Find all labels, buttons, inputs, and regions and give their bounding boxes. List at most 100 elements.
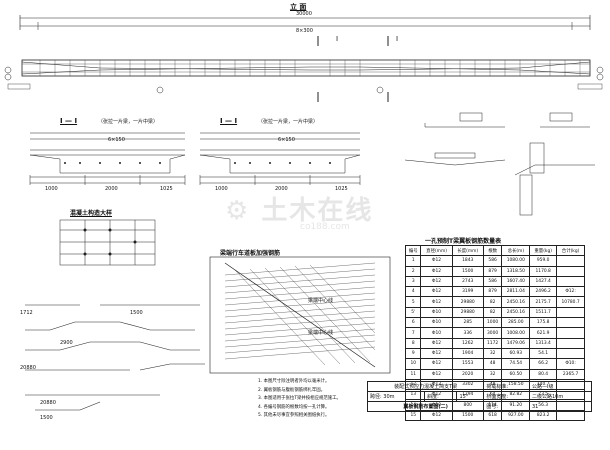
plan-drawing [209, 256, 391, 374]
tb-width-value: 二级公路10m [529, 391, 592, 402]
table-cell: 2175.7 [529, 296, 558, 308]
table-cell: 6 [404, 317, 422, 329]
section-i-dim-c: 1025 [160, 186, 173, 192]
table-cell: 29880 [451, 306, 484, 319]
tb-design-value: 公路—I级 [529, 381, 592, 392]
elevation-dim-inner: 8×300 [296, 28, 313, 34]
table-cell: 1479.06 [501, 337, 531, 349]
table-cell: 1262 [451, 337, 484, 349]
table-cell: 336 [451, 327, 484, 339]
section-i-note: （张拉一片梁，一片中梁） [98, 119, 159, 125]
table-cell: 1553 [451, 358, 484, 370]
table-cell: 54.1 [529, 347, 558, 360]
detail-drawing [59, 219, 156, 266]
bar-len-3: 2900 [60, 340, 73, 346]
bar-len-4: 20880 [20, 365, 36, 371]
table-cell: 285.00 [501, 317, 531, 329]
watermark-logo: ⚙ 土木在线 [225, 196, 374, 226]
table-cell: 2450.16 [501, 296, 531, 308]
table-cell [556, 255, 585, 267]
qty-header: 合计(kg) [556, 244, 585, 257]
plan-title: 梁端行车道板加强钢筋 [220, 250, 281, 257]
table-cell: 879 [482, 286, 503, 298]
table-cell: 1607.40 [501, 275, 531, 288]
table-cell: 60.50 [501, 368, 531, 380]
section-mark-i-top-1: I [336, 35, 339, 43]
plan-label-a: 梁端中心线 [308, 298, 334, 304]
table-cell: Φ10 [420, 317, 453, 329]
table-cell: Φ10: [556, 358, 585, 370]
table-cell: 586 [482, 275, 503, 288]
table-cell [556, 327, 585, 339]
table-cell: 1500 [451, 265, 484, 277]
detail-title: 混凝土构造大样 [70, 210, 113, 217]
qty-header: 直径(mm) [420, 244, 453, 257]
table-cell: 2 [404, 265, 422, 277]
table-cell: 9 [404, 347, 422, 360]
table-cell: 2020 [451, 368, 484, 380]
table-cell: Φ12 [420, 286, 453, 298]
tb-design-label: 荷载标准: [483, 381, 530, 392]
tb-project: 装配式预应力混凝土简支T梁 [366, 381, 485, 392]
table-cell: 1427.4 [529, 275, 558, 288]
note-line: 1. 本图尺寸除注明者外均以毫米计。 [258, 379, 330, 384]
note-line: 4. 各编号钢筋的根数均按一孔计算。 [258, 404, 330, 410]
table-cell: 2365.7 [556, 368, 585, 380]
qty-table: 编号 直径(mm) 长度(mm) 根数 总长(m) 重量(kg) 合计(kg) … [404, 244, 585, 422]
tb-span: 跨径: 30m [366, 391, 426, 402]
elevation-dim-total: 30000 [296, 11, 312, 17]
table-cell: 2743 [451, 275, 484, 288]
table-cell: 1904 [451, 347, 484, 360]
bar-len-6: 1500 [40, 415, 53, 421]
bar-len-2: 1500 [130, 310, 143, 316]
section-i-title: I — I [60, 117, 78, 125]
section-ii-dim-c: 1025 [335, 186, 348, 192]
bar-len-5: 20880 [40, 400, 56, 406]
table-cell [556, 265, 585, 277]
table-cell: 586 [482, 255, 503, 267]
table-cell: 10780.7 [556, 296, 585, 308]
bar-shapes [404, 112, 595, 216]
plan-label-b: 梁端中心线 [308, 330, 334, 336]
section-i-dim-a: 1000 [45, 186, 58, 192]
table-cell [556, 347, 585, 360]
table-cell: 1843 [451, 255, 484, 267]
table-cell: 8 [404, 337, 422, 349]
table-cell: Φ10 [420, 306, 453, 319]
table-cell: 3 [404, 275, 422, 288]
elevation-title: 立 面 [290, 3, 307, 11]
note-line: 5. 其他未尽事宜参照相关图纸执行。 [258, 413, 330, 418]
title-block: 装配式预应力混凝土简支T梁 荷载标准: 公路—I级 跨径: 30m 斜度: 15… [366, 381, 592, 412]
table-cell: Φ12 [420, 275, 453, 288]
bar-len-1: 1712 [20, 310, 33, 316]
table-cell: 48 [482, 358, 503, 370]
tb-skew: 斜度: [424, 391, 458, 402]
section-ii-dim-a: 1000 [215, 186, 228, 192]
table-cell: 74.54 [501, 358, 531, 370]
tb-width-label: 桥面宽度: [483, 391, 530, 402]
table-cell: 7 [404, 327, 422, 339]
elevation-drawing [4, 15, 604, 102]
table-cell: 80.4 [529, 368, 558, 380]
table-cell: 5' [404, 306, 422, 319]
table-cell: 5 [404, 296, 422, 308]
section-ii-top-dim: 6×150 [278, 137, 295, 143]
table-cell [556, 306, 585, 319]
table-cell: Φ12 [420, 296, 453, 308]
cross-sections [29, 132, 361, 185]
table-cell: 3199 [451, 286, 484, 298]
table-cell: 1000 [482, 317, 503, 329]
table-cell: 2496.2 [529, 286, 558, 298]
qty-header: 总长(m) [501, 244, 531, 257]
